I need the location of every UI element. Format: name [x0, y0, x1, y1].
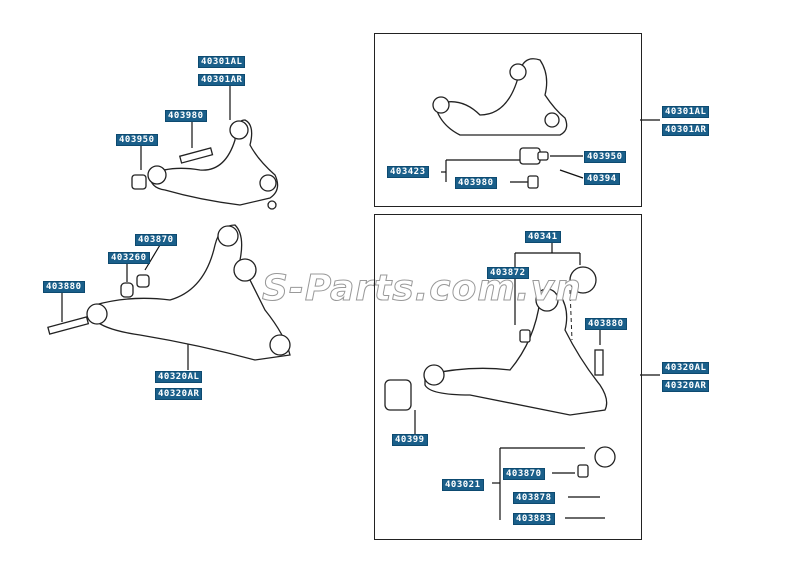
- part-label-40341[interactable]: 40341: [525, 231, 561, 243]
- part-label-403870[interactable]: 403870: [135, 234, 177, 246]
- part-label-403260[interactable]: 403260: [108, 252, 150, 264]
- part-label-40301AR[interactable]: 40301AR: [198, 74, 246, 86]
- part-label-40394[interactable]: 40394: [584, 173, 620, 185]
- part-label-403980[interactable]: 403980: [165, 110, 207, 122]
- part-label-403950-right[interactable]: 403950: [584, 151, 626, 163]
- part-label-403872[interactable]: 403872: [487, 267, 529, 279]
- part-label-40320AL-right[interactable]: 40320AL: [662, 362, 710, 374]
- upper-arm-detail-panel: [374, 33, 642, 207]
- part-label-40301AR-right[interactable]: 40301AR: [662, 124, 710, 136]
- part-label-403880[interactable]: 403880: [43, 281, 85, 293]
- part-label-403883[interactable]: 403883: [513, 513, 555, 525]
- part-label-40301AL-right[interactable]: 40301AL: [662, 106, 710, 118]
- part-label-403870-right[interactable]: 403870: [503, 468, 545, 480]
- part-label-40320AR-right[interactable]: 40320AR: [662, 380, 710, 392]
- part-label-40320AL[interactable]: 40320AL: [155, 371, 203, 383]
- part-label-403880-right[interactable]: 403880: [585, 318, 627, 330]
- part-label-403878[interactable]: 403878: [513, 492, 555, 504]
- part-label-40301AL[interactable]: 40301AL: [198, 56, 246, 68]
- part-label-40320AR[interactable]: 40320AR: [155, 388, 203, 400]
- part-label-403021[interactable]: 403021: [442, 479, 484, 491]
- part-label-403423[interactable]: 403423: [387, 166, 429, 178]
- part-label-403980-right[interactable]: 403980: [455, 177, 497, 189]
- part-label-403950[interactable]: 403950: [116, 134, 158, 146]
- lower-arm-detail-panel: [374, 214, 642, 540]
- part-label-40399[interactable]: 40399: [392, 434, 428, 446]
